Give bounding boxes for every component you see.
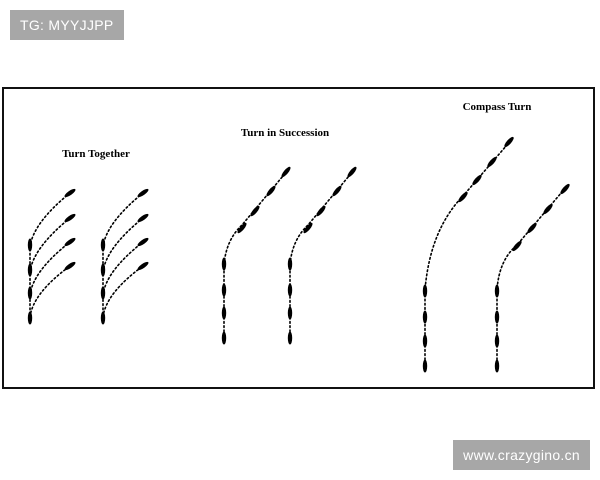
ship-icon [494, 310, 500, 324]
ship-icon [287, 306, 293, 320]
ship-icon [221, 306, 227, 320]
ship-track [223, 169, 289, 341]
ship-icon [27, 286, 33, 300]
ship-icon [303, 222, 313, 234]
ship-icon [27, 311, 33, 325]
ship-track [29, 217, 71, 273]
ship-icon [422, 359, 428, 373]
turn-together-column-2 [100, 188, 149, 325]
ship-icon [281, 166, 291, 178]
ship-icon [287, 257, 293, 271]
ship-track [289, 169, 355, 341]
ship-icon [137, 261, 149, 271]
ship-track [496, 185, 568, 369]
ship-icon [221, 257, 227, 271]
ship-icon [237, 222, 247, 234]
diagram-frame [2, 87, 595, 389]
ship-icon [560, 183, 570, 195]
ship-track [424, 137, 514, 369]
ship-icon [458, 191, 468, 203]
ship-icon [64, 261, 76, 271]
ship-icon [472, 174, 482, 186]
ship-track [102, 192, 144, 248]
watermark-telegram: TG: MYYJJPP [10, 10, 124, 40]
ship-icon [250, 205, 260, 217]
ship-icon [221, 331, 227, 345]
turn-together-column-1 [27, 188, 76, 325]
ship-track [102, 217, 144, 273]
ship-icon [527, 222, 537, 234]
label-turn-together: Turn Together [62, 148, 130, 160]
ship-icon [27, 238, 33, 252]
ship-track [102, 265, 144, 318]
ship-icon [287, 331, 293, 345]
ship-icon [422, 334, 428, 348]
ship-track [29, 241, 71, 296]
ship-icon [494, 334, 500, 348]
ship-group [27, 136, 570, 373]
ship-icon [504, 136, 514, 148]
watermark-website: www.crazygino.cn [453, 440, 590, 470]
ship-icon [487, 156, 497, 168]
ship-track [29, 192, 71, 248]
ship-icon [64, 237, 76, 247]
compass-turn-column-2 [494, 183, 570, 373]
ship-icon [347, 166, 357, 178]
label-turn-in-succession: Turn in Succession [241, 127, 329, 139]
ship-track [29, 265, 71, 318]
ship-icon [543, 203, 553, 215]
ship-icon [287, 283, 293, 297]
ship-icon [422, 284, 428, 298]
ship-icon [221, 283, 227, 297]
ship-icon [100, 311, 106, 325]
ship-icon [100, 286, 106, 300]
ship-icon [100, 263, 106, 277]
ship-icon [137, 188, 149, 198]
ship-icon [64, 188, 76, 198]
ship-icon [137, 213, 149, 223]
ship-icon [27, 263, 33, 277]
ship-icon [422, 310, 428, 324]
compass-turn-column-1 [422, 136, 514, 373]
ship-track [102, 241, 144, 296]
ship-icon [512, 240, 522, 252]
label-compass-turn: Compass Turn [463, 101, 532, 113]
ship-icon [316, 205, 326, 217]
ship-icon [137, 237, 149, 247]
ship-icon [100, 238, 106, 252]
ship-icon [494, 284, 500, 298]
turn-in-succession-column-2 [287, 166, 357, 345]
turn-in-succession-column-1 [221, 166, 291, 345]
ship-icon [494, 359, 500, 373]
ship-icon [266, 185, 276, 197]
ship-icon [64, 213, 76, 223]
ship-icon [332, 185, 342, 197]
